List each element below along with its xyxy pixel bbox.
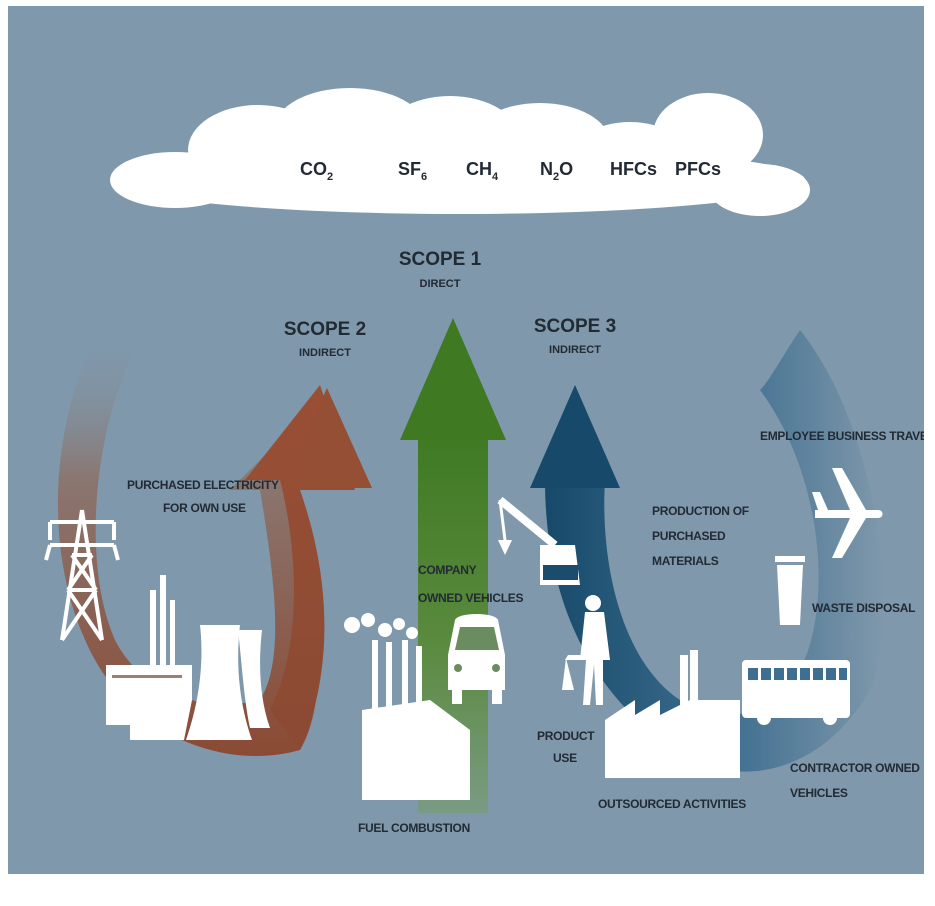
label-product: PRODUCT xyxy=(537,729,595,743)
scope3-arrow xyxy=(530,330,884,772)
label-production-of: PRODUCTION OF xyxy=(652,504,749,518)
airplane-icon xyxy=(812,468,883,558)
label-employee-business-travel: EMPLOYEE BUSINESS TRAVEL xyxy=(760,429,924,443)
ghg-scopes-diagram: CO2 SF6 CH4 N2O HFCs PFCs SCOPE 1 DIRECT… xyxy=(44,88,924,835)
gas-hfcs: HFCs xyxy=(610,159,657,179)
power-plant-icon xyxy=(106,575,270,740)
svg-text:SCOPE 2: SCOPE 2 xyxy=(284,319,366,340)
label-purchased-electricity: PURCHASED ELECTRICITY xyxy=(127,478,279,492)
gas-pfcs: PFCs xyxy=(675,159,721,179)
label-owned-vehicles: OWNED VEHICLES xyxy=(418,591,523,605)
svg-text:INDIRECT: INDIRECT xyxy=(299,347,351,359)
svg-text:SCOPE 1: SCOPE 1 xyxy=(399,249,482,270)
diagram-frame: CO2 SF6 CH4 N2O HFCs PFCs SCOPE 1 DIRECT… xyxy=(8,6,924,874)
scope3-heading: SCOPE 3 INDIRECT xyxy=(534,316,616,356)
gas-list: CO2 SF6 CH4 N2O HFCs PFCs xyxy=(300,159,721,183)
crane-excavator-icon xyxy=(497,496,580,585)
label-outsourced-activities: OUTSOURCED ACTIVITIES xyxy=(598,797,746,811)
scope1-heading: SCOPE 1 DIRECT xyxy=(399,249,482,290)
gas-ch4: CH4 xyxy=(466,159,499,183)
label-waste-disposal: WASTE DISPOSAL xyxy=(812,601,915,615)
category-labels: PURCHASED ELECTRICITY FOR OWN USE COMPAN… xyxy=(127,429,924,835)
label-materials: MATERIALS xyxy=(652,554,719,568)
label-company: COMPANY xyxy=(418,563,477,577)
gas-co2: CO2 xyxy=(300,159,333,183)
label-use: USE xyxy=(553,751,577,765)
waste-bin-icon xyxy=(775,556,805,625)
contractor-bus-icon xyxy=(742,660,850,725)
scope2-heading: SCOPE 2 INDIRECT xyxy=(284,319,366,359)
svg-text:DIRECT: DIRECT xyxy=(420,278,461,290)
fuel-combustion-factory-icon xyxy=(344,613,470,800)
gas-sf6: SF6 xyxy=(398,159,427,183)
label-for-own-use: FOR OWN USE xyxy=(163,501,246,515)
svg-text:INDIRECT: INDIRECT xyxy=(549,344,601,356)
label-contractor-owned: CONTRACTOR OWNED xyxy=(790,761,920,775)
label-purchased: PURCHASED xyxy=(652,529,726,543)
label-fuel-combustion: FUEL COMBUSTION xyxy=(358,821,470,835)
emissions-cloud xyxy=(110,88,810,216)
company-car-icon xyxy=(448,614,505,704)
worker-person-icon xyxy=(562,595,610,705)
outsourced-factory-icon xyxy=(605,650,740,778)
svg-text:SCOPE 3: SCOPE 3 xyxy=(534,316,616,337)
label-vehicles: VEHICLES xyxy=(790,786,848,800)
transmission-tower-icon xyxy=(44,509,120,642)
scope2-arrow xyxy=(57,330,372,756)
gas-n2o: N2O xyxy=(540,159,573,183)
